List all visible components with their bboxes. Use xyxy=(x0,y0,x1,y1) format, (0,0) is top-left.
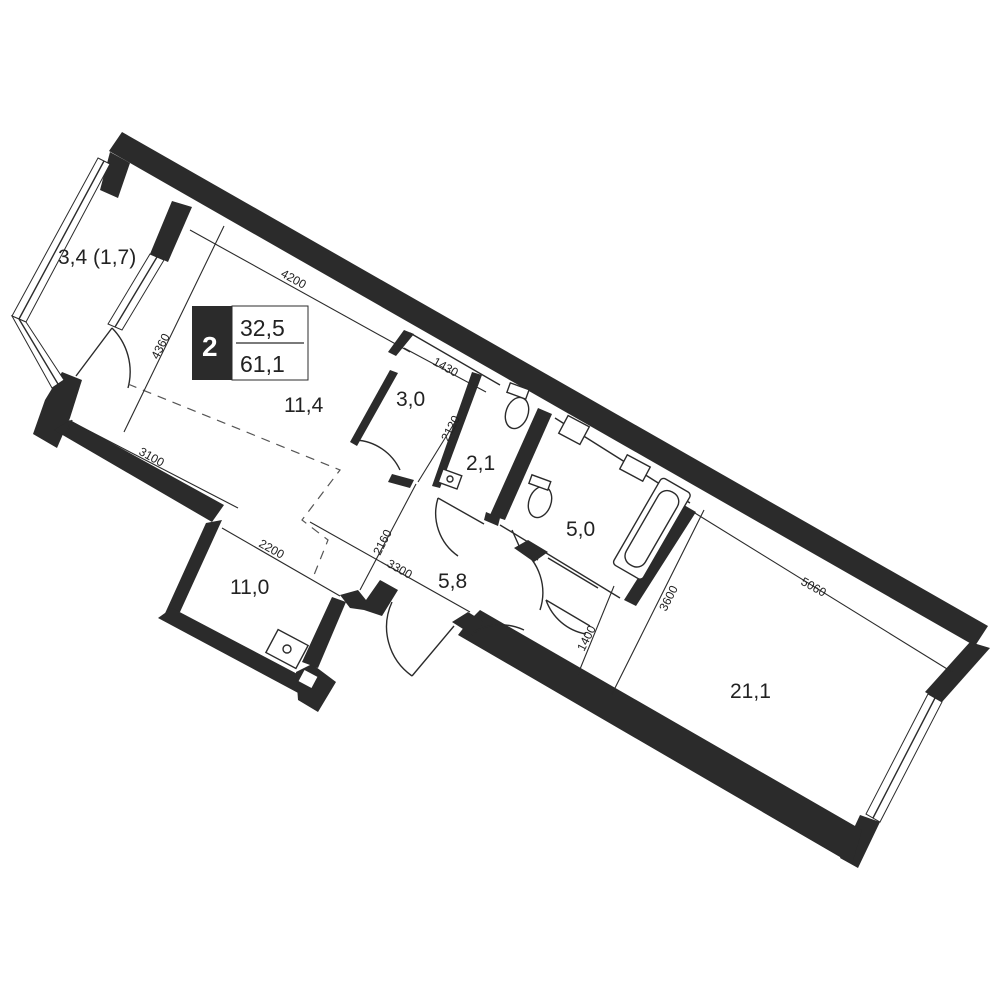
partition-wardrobe-left xyxy=(350,370,398,446)
door-hall xyxy=(473,624,525,633)
doors xyxy=(75,327,591,677)
bathtub-icon xyxy=(612,477,691,580)
door-bedroom xyxy=(545,599,587,635)
toilet-bath-icon xyxy=(527,473,553,519)
room-area-balcony: 3,4 (1,7) xyxy=(58,246,136,269)
room-labels: 3,4 (1,7) 11,4 3,0 2,1 5,0 5,8 11,0 21,1 xyxy=(58,246,771,703)
bedroom-small-wall-right xyxy=(302,597,346,668)
outer-wall-right xyxy=(925,642,990,702)
outer-wall-top xyxy=(109,132,988,646)
zone-boundaries xyxy=(127,383,341,581)
bedroom-small-wall-corner xyxy=(296,664,336,712)
door-entry xyxy=(385,601,413,677)
room-area-wc: 2,1 xyxy=(466,452,495,475)
dimension-lines xyxy=(71,225,953,695)
door-balcony xyxy=(111,327,131,389)
toilet-icon xyxy=(504,381,531,430)
badge-rooms-count: 2 xyxy=(202,331,218,362)
partition-wardrobe-bottom xyxy=(388,474,414,488)
room-area-kitchen: 11,4 xyxy=(284,394,324,417)
partition-bath-left xyxy=(490,408,552,520)
dim-4360: 4360 xyxy=(148,331,173,361)
entry-wall-left xyxy=(340,580,398,616)
badge-rooms-box xyxy=(192,306,232,380)
outer-wall-bottom xyxy=(458,610,862,864)
bedroom-small-wall-bottom xyxy=(158,608,305,694)
door-wc xyxy=(435,497,459,557)
area-badge: 2 32,5 61,1 xyxy=(192,305,309,381)
washer-icon xyxy=(557,414,591,446)
partition-bath-right xyxy=(624,505,696,606)
dim-5060: 5060 xyxy=(799,574,829,599)
windows xyxy=(10,157,943,823)
room-area-bedroom-small: 11,0 xyxy=(230,576,269,599)
partition-bath-bottom-left xyxy=(484,512,500,526)
door-wardrobe xyxy=(355,439,401,471)
dim-2200: 2200 xyxy=(257,536,287,561)
fixtures xyxy=(264,381,691,690)
badge-total-area: 61,1 xyxy=(240,351,285,377)
partition-bath-bottom xyxy=(514,540,548,562)
partition-wc-left xyxy=(432,372,482,488)
balcony-partition-wall xyxy=(150,201,192,262)
sink-icon xyxy=(437,468,463,490)
bedroom-sink-icon xyxy=(264,628,310,670)
bedroom-box-icon xyxy=(296,668,320,690)
walls xyxy=(33,132,990,868)
room-area-wardrobe: 3,0 xyxy=(396,388,425,411)
dim-1400: 1400 xyxy=(574,623,599,653)
partition-wardrobe-top xyxy=(388,330,414,356)
wall-left-block xyxy=(33,372,82,448)
room-area-bedroom-large: 21,1 xyxy=(730,680,771,703)
room-area-hall: 5,8 xyxy=(438,570,467,593)
bedroom-small-wall-left xyxy=(162,520,222,620)
badge-living-area: 32,5 xyxy=(240,315,285,341)
room-area-bath: 5,0 xyxy=(566,518,595,541)
bath-sink-icon xyxy=(618,453,652,483)
outer-wall-left-bottom xyxy=(54,420,224,522)
dim-3600: 3600 xyxy=(656,583,681,613)
door-bath xyxy=(519,547,544,611)
entry-wall-right xyxy=(452,612,484,636)
